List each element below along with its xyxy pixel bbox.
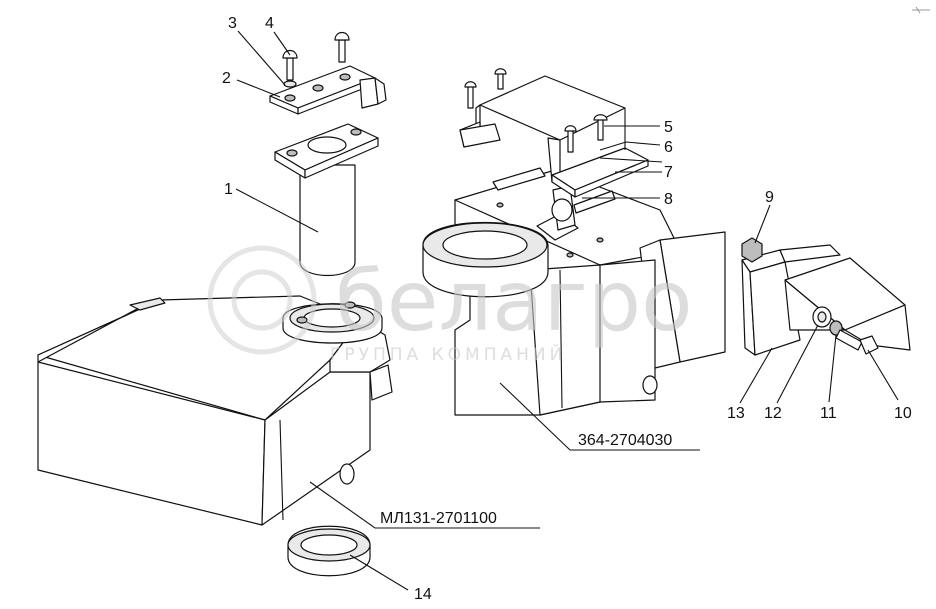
sleeve-part-1 xyxy=(274,123,379,277)
brand-watermark: белагро ГРУППА КОМПАНИЙ xyxy=(207,245,693,365)
callout-6: 6 xyxy=(664,139,673,156)
bolt-part-10 xyxy=(835,329,879,355)
callout-2: 2 xyxy=(222,70,231,87)
clamp-bracket-part-13 xyxy=(741,244,911,356)
nut-part-9 xyxy=(741,237,763,263)
leader-lines xyxy=(235,30,899,591)
corner-mark-icon xyxy=(912,6,930,14)
frame-part-number: МЛ131-2701100 xyxy=(380,510,497,527)
washer-part-12 xyxy=(812,306,832,328)
callout-9: 9 xyxy=(765,189,774,206)
frame-ring xyxy=(282,301,383,344)
callout-8: 8 xyxy=(664,191,673,208)
callout-13: 13 xyxy=(727,405,745,422)
bolt-upper xyxy=(334,31,350,63)
watermark-tagline: ГРУППА КОМПАНИЙ xyxy=(330,343,566,365)
housing-lug xyxy=(536,185,616,241)
callout-11: 11 xyxy=(820,405,837,422)
callout-1: 1 xyxy=(224,181,233,198)
callout-10: 10 xyxy=(894,405,912,422)
watermark-brand: белагро xyxy=(335,252,693,350)
bolt-part-4 xyxy=(282,49,298,88)
callout-labels: 1 2 3 4 5 6 7 8 9 10 11 12 13 14 364-270… xyxy=(222,15,912,603)
frame-assembly xyxy=(37,295,393,526)
callout-4: 4 xyxy=(265,15,274,32)
callout-3: 3 xyxy=(228,15,237,32)
housing-assembly xyxy=(422,167,726,416)
callout-12: 12 xyxy=(764,405,782,422)
callout-5: 5 xyxy=(664,119,673,136)
u-bracket-part-7 xyxy=(459,75,649,198)
housing-part-number: 364-2704030 xyxy=(578,432,672,449)
bolts-part-5 xyxy=(464,68,608,153)
seal-ring-part-14 xyxy=(287,525,371,577)
callout-14: 14 xyxy=(414,586,432,603)
callout-7: 7 xyxy=(664,164,673,181)
bracket-plate-part-2 xyxy=(269,65,387,115)
